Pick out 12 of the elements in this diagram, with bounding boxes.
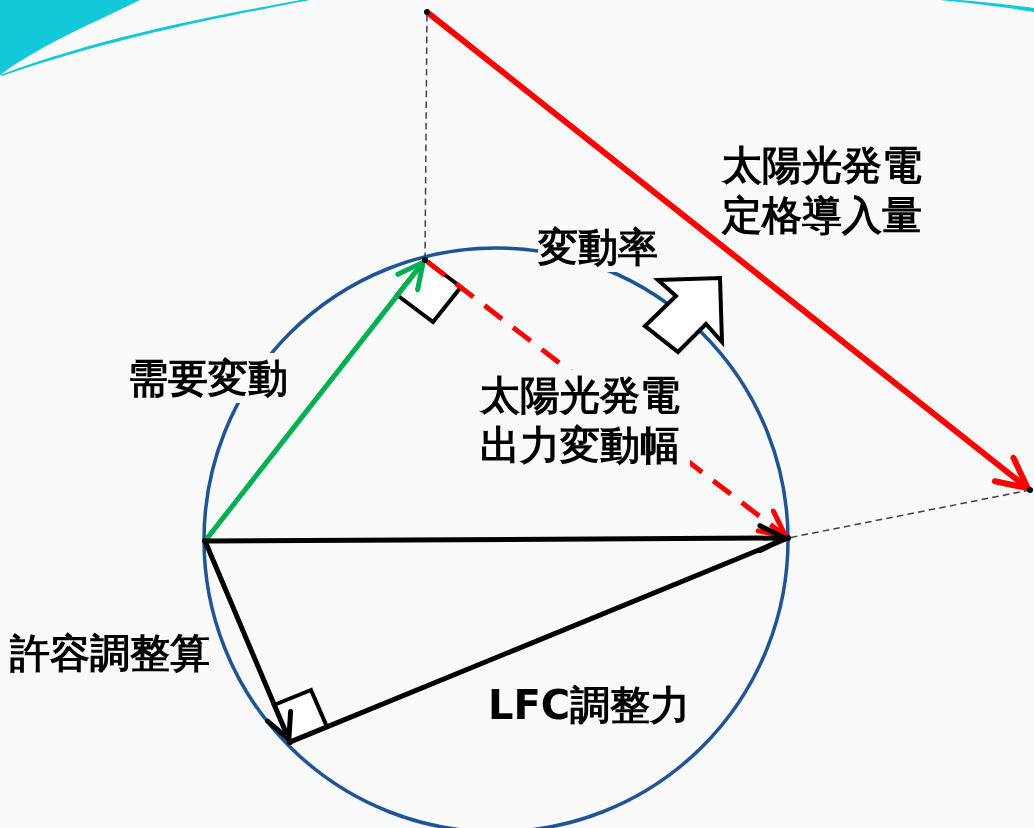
guide-line xyxy=(424,14,428,258)
vertex-point xyxy=(422,257,428,263)
edge-label: 需要変動 xyxy=(128,353,288,403)
vertex-point xyxy=(202,538,208,544)
guide-line xyxy=(790,489,1028,539)
arrow xyxy=(205,523,788,554)
vertex-point xyxy=(287,739,293,745)
vertex-point xyxy=(785,535,791,541)
vertex-point xyxy=(424,9,430,15)
arrow xyxy=(426,10,1031,492)
arrow xyxy=(203,541,294,742)
vertex-point xyxy=(1027,487,1033,493)
